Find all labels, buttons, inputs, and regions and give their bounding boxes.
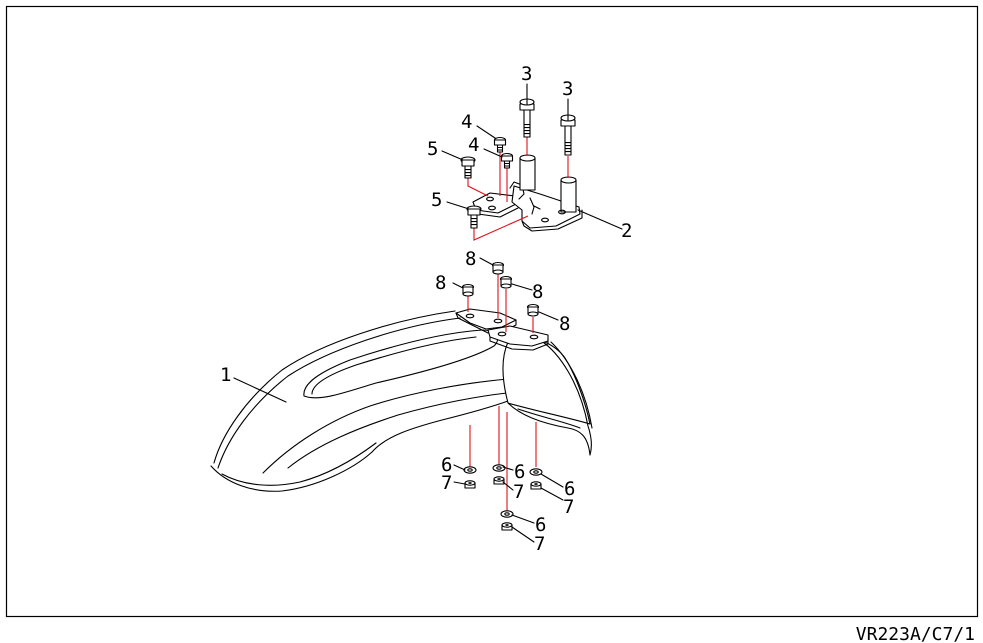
fender-bracket <box>472 154 583 232</box>
callout-6-bottom: 6 <box>535 514 546 536</box>
callout-7-bottom: 7 <box>534 533 545 555</box>
callout-8-top: 8 <box>465 248 476 270</box>
grommet-3 <box>499 275 513 289</box>
callout-6-right: 6 <box>564 478 575 500</box>
callout-labels: 1 2 3 3 4 4 5 5 8 8 8 8 6 6 6 6 7 7 7 7 <box>220 63 632 555</box>
flange-bolt-lower <box>466 205 482 229</box>
washer-nut-bottom <box>500 510 514 531</box>
leader-lines <box>233 83 623 543</box>
long-bolt-left <box>519 98 535 138</box>
callout-5-upper: 5 <box>427 138 438 160</box>
short-bolt-upper <box>493 136 507 153</box>
callout-2: 2 <box>621 220 632 242</box>
callout-7-right: 7 <box>563 496 574 518</box>
callout-3-left: 3 <box>521 63 532 85</box>
callout-4-upper: 4 <box>461 111 472 133</box>
washer-nut-left <box>463 466 477 489</box>
long-bolt-right <box>560 114 576 156</box>
short-bolt-lower <box>500 152 514 169</box>
callout-6-mid: 6 <box>514 461 525 483</box>
callout-1: 1 <box>220 364 231 386</box>
drawing-frame <box>5 5 979 618</box>
grommet-4 <box>526 303 540 317</box>
callout-8-left: 8 <box>435 272 446 294</box>
grommet-2 <box>461 283 475 297</box>
callout-6-left: 6 <box>441 454 452 476</box>
callout-8-right: 8 <box>559 313 570 335</box>
callout-8-mid: 8 <box>532 281 543 303</box>
front-fender <box>210 308 593 492</box>
drawing-code: VR223A/C7/1 <box>856 624 975 643</box>
flange-bolt-upper <box>460 156 476 179</box>
callout-5-lower: 5 <box>431 189 442 211</box>
callout-7-mid: 7 <box>513 481 524 503</box>
grommet-1 <box>491 261 505 275</box>
washer-nut-mid <box>492 464 506 485</box>
assembly-lines <box>467 137 569 511</box>
washer-nut-right <box>529 468 543 490</box>
callout-7-left: 7 <box>441 472 452 494</box>
callout-4-lower: 4 <box>468 134 479 156</box>
callout-3-right: 3 <box>562 78 573 100</box>
